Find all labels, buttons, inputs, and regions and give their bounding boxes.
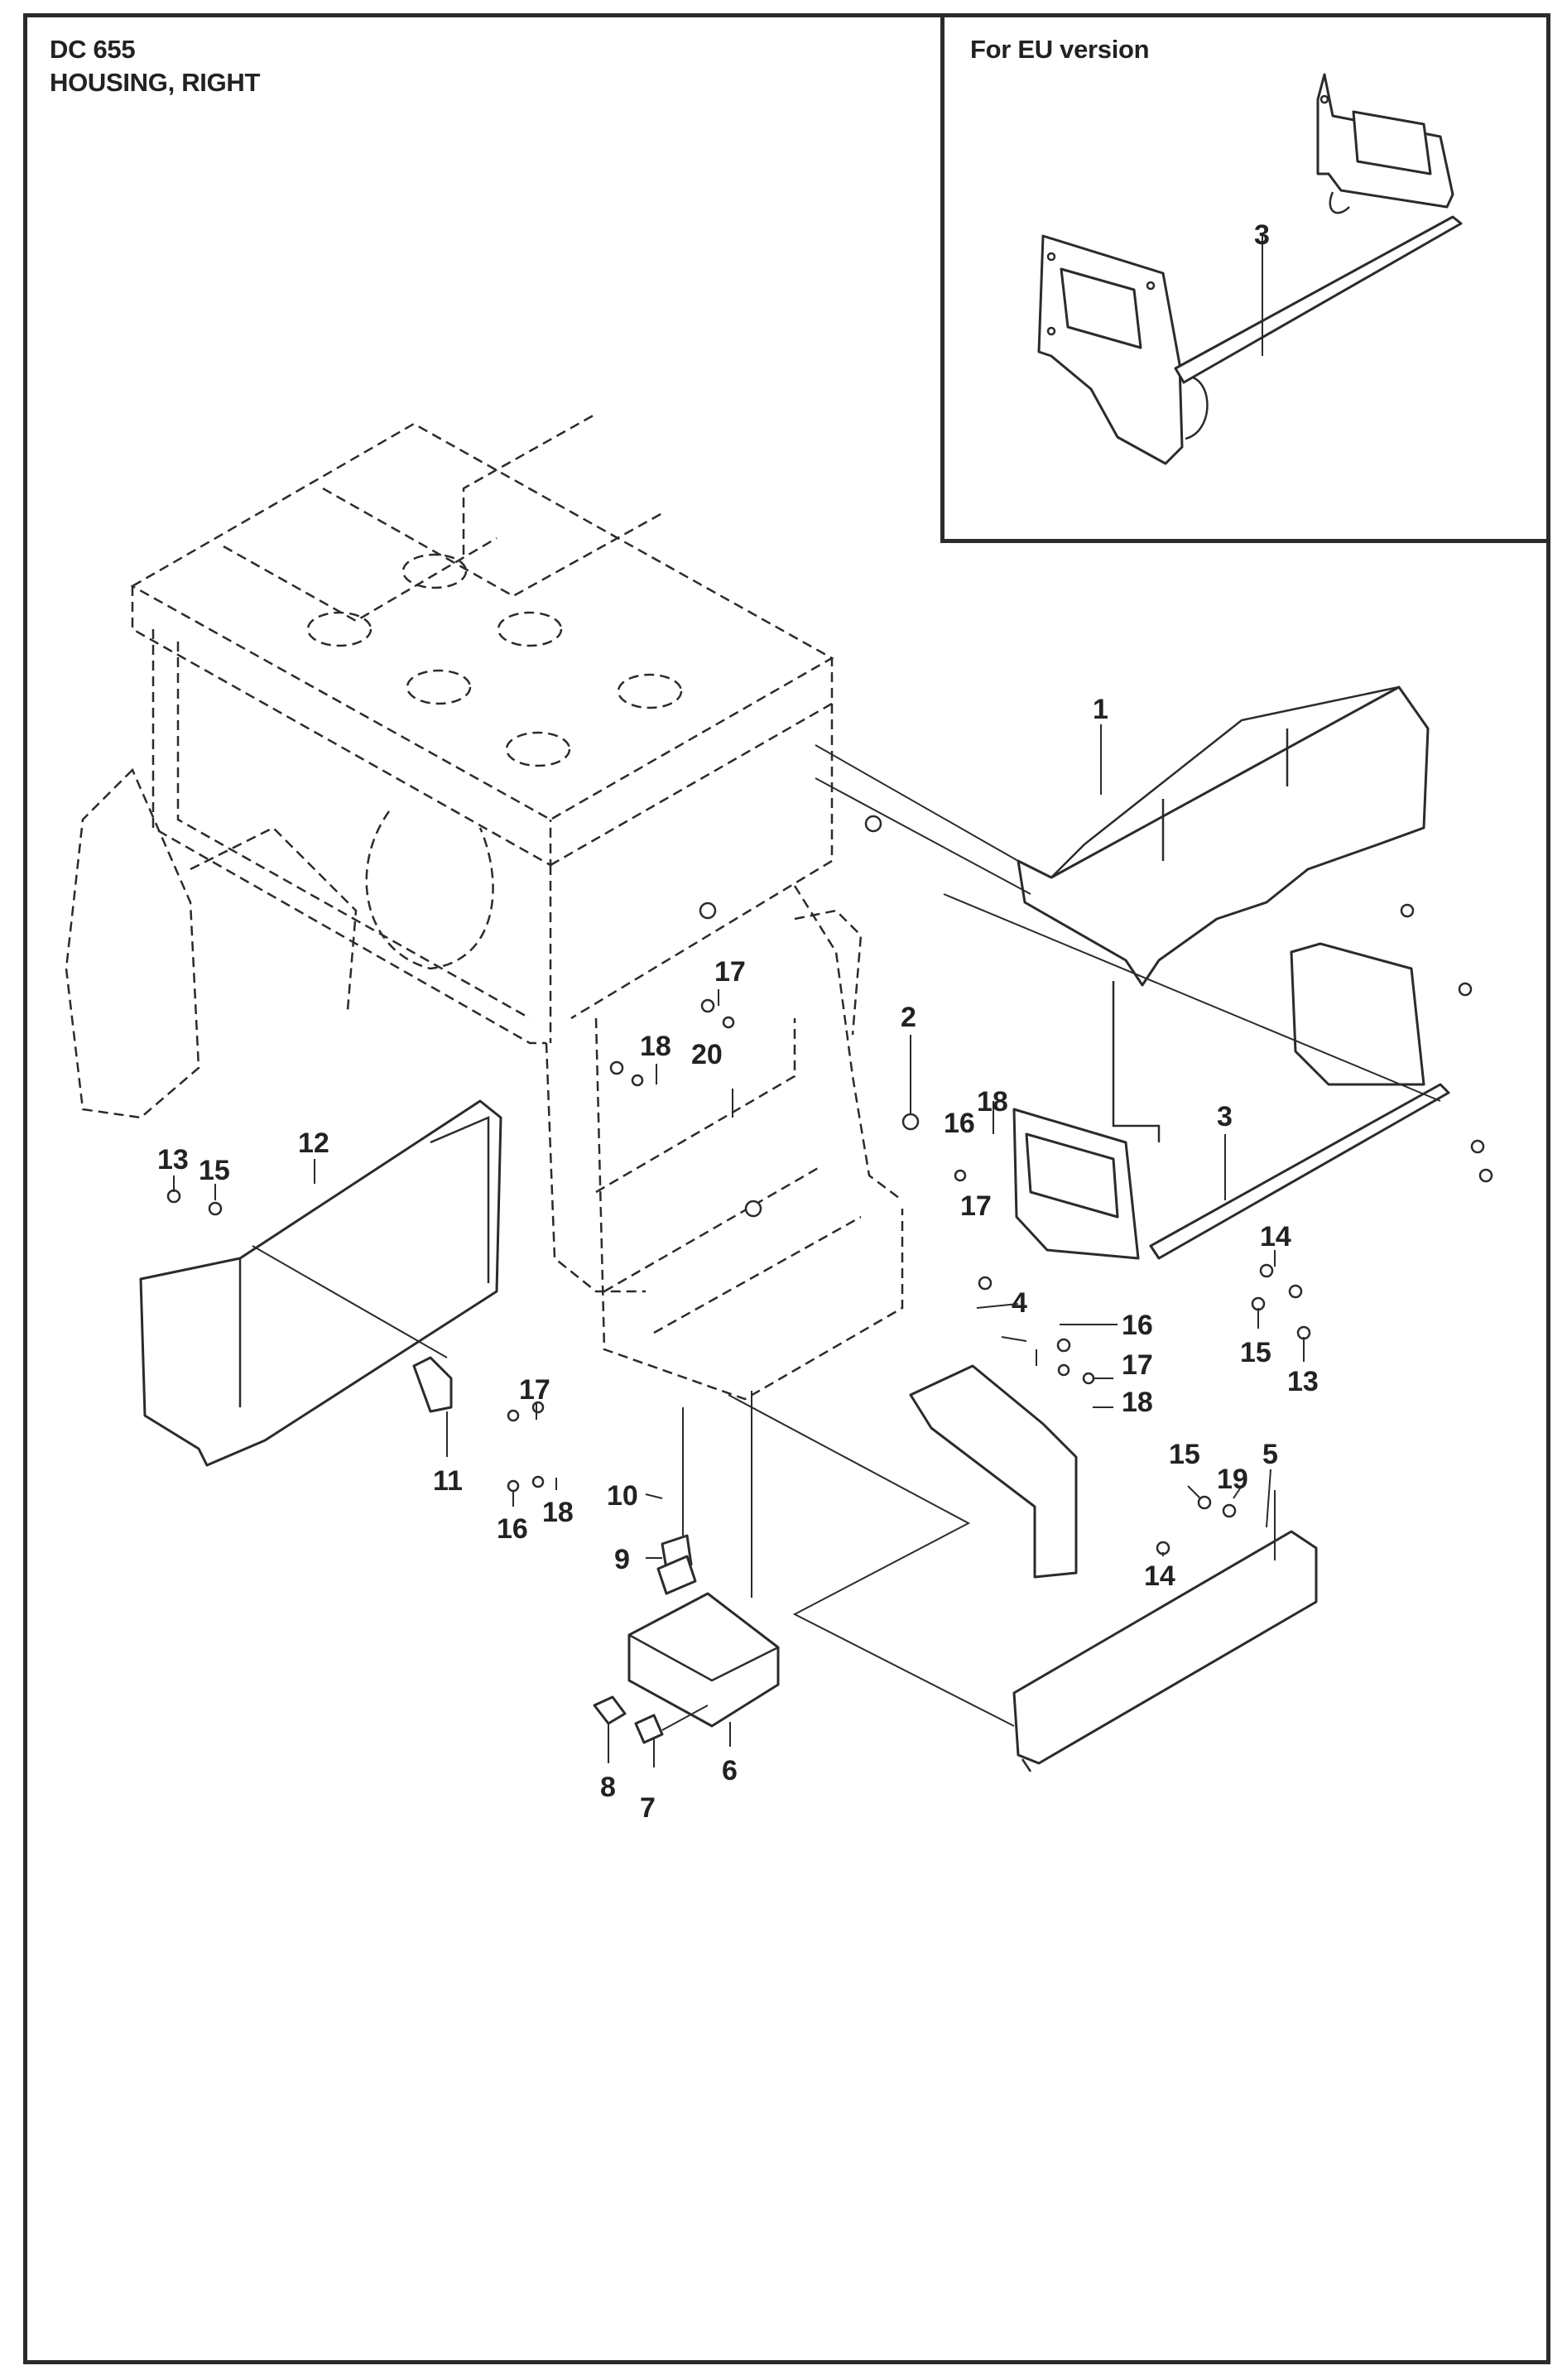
callout-10: 10 [607, 1480, 638, 1512]
callout-15b: 15 [1240, 1337, 1271, 1368]
callout-16c: 16 [497, 1513, 528, 1545]
inset-title: For EU version [970, 35, 1150, 64]
callout-17c: 17 [1122, 1349, 1153, 1381]
callout-labels: 3 1 2 3 4 5 6 7 8 9 10 11 12 13 13 14 14… [157, 219, 1319, 1824]
fasteners [166, 815, 1493, 1555]
callout-18c: 18 [1122, 1387, 1153, 1418]
part-4-bracket [909, 1364, 1078, 1579]
housing-frame-dashed [65, 412, 904, 1401]
callout-5: 5 [1262, 1439, 1278, 1470]
callout-20: 20 [691, 1039, 723, 1070]
callout-11: 11 [433, 1465, 463, 1497]
callout-17d: 17 [519, 1374, 550, 1406]
inset-part-3-drawing [1037, 73, 1463, 465]
part-6-box [627, 1391, 780, 1728]
callout-13b: 13 [1287, 1366, 1319, 1397]
callout-17: 17 [714, 956, 746, 988]
callout-2: 2 [901, 1002, 916, 1033]
callout-16b: 16 [1122, 1310, 1153, 1341]
callout-3: 3 [1217, 1101, 1233, 1132]
callout-19: 19 [1217, 1464, 1248, 1495]
part-7-8-connectors [593, 1695, 709, 1744]
callout-9: 9 [614, 1544, 630, 1575]
callout-1: 1 [1093, 694, 1108, 725]
callout-15: 15 [199, 1155, 230, 1186]
part-3-bar [943, 893, 1450, 1260]
part-12-shroud [139, 1099, 502, 1467]
callout-15c: 15 [1169, 1439, 1200, 1470]
callout-7: 7 [640, 1792, 656, 1824]
part-1-cover [815, 685, 1430, 1142]
callout-6: 6 [722, 1755, 738, 1786]
callout-14b: 14 [1144, 1560, 1175, 1592]
callout-16: 16 [944, 1108, 975, 1139]
callout-18: 18 [640, 1031, 671, 1062]
diagram-title: HOUSING, RIGHT [50, 68, 261, 97]
callout-12: 12 [298, 1127, 329, 1159]
part-5-guard [1012, 1530, 1318, 1772]
eu-version-inset-frame [940, 13, 1550, 543]
callout-18b: 18 [977, 1086, 1008, 1118]
model-number: DC 655 [50, 35, 136, 64]
callout-4: 4 [1012, 1287, 1027, 1319]
part-9-10-clamps [656, 1394, 1015, 1727]
callout-14: 14 [1260, 1221, 1291, 1253]
callout-13: 13 [157, 1144, 189, 1176]
callout-8: 8 [600, 1772, 616, 1803]
inset-callout-3: 3 [1254, 219, 1270, 251]
callout-18d: 18 [542, 1497, 574, 1528]
drawing-frame [23, 13, 1550, 2364]
callout-leaders [173, 236, 1305, 1767]
callout-17b: 17 [960, 1190, 992, 1222]
